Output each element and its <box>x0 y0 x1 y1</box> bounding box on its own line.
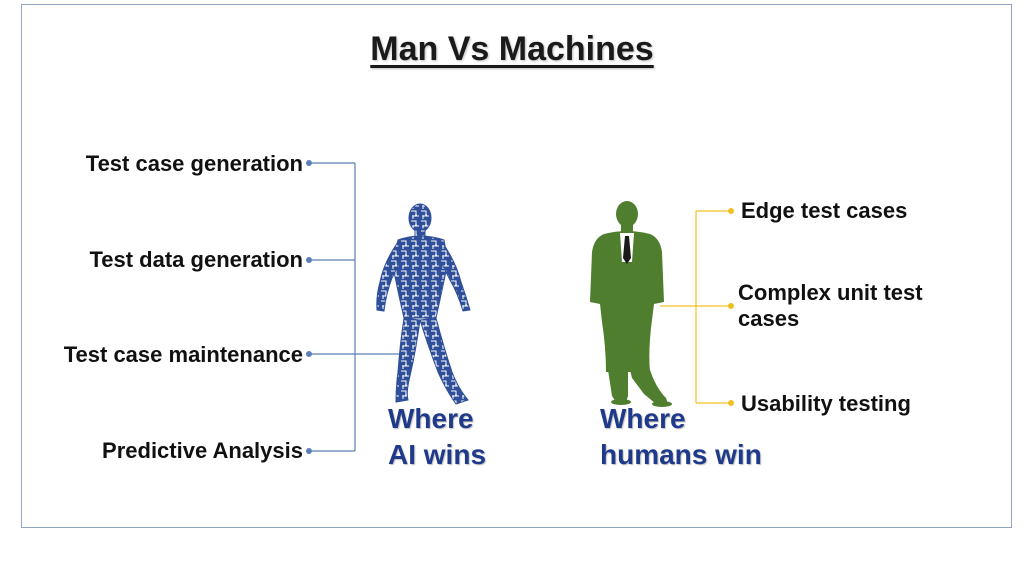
ai-connector-dots <box>306 160 312 454</box>
ai-item-test-case-maintenance: Test case maintenance <box>63 342 303 367</box>
ai-item-test-case-generation: Test case generation <box>85 151 303 176</box>
human-caption-line1: Where <box>600 403 686 434</box>
human-dot-3 <box>728 400 734 406</box>
human-connectors <box>660 210 730 404</box>
ai-item-test-data-generation: Test data generation <box>89 247 303 272</box>
ai-connectors <box>310 162 400 452</box>
human-item-complex-unit-test-cases: Complex unit test cases <box>738 280 923 331</box>
human-dot-1 <box>728 208 734 214</box>
ai-dot-3 <box>306 351 312 357</box>
human-item-usability-testing: Usability testing <box>741 391 911 416</box>
ai-caption-line2: AI wins <box>388 439 487 470</box>
human-dot-2 <box>728 303 734 309</box>
ai-dot-4 <box>306 448 312 454</box>
human-caption-line2: humans win <box>600 439 762 470</box>
ai-caption-line1: Where <box>388 403 474 434</box>
human-item-edge-test-cases: Edge test cases <box>741 198 908 223</box>
ai-figure-icon <box>376 203 471 405</box>
human-connector-dots <box>728 208 734 406</box>
ai-dot-1 <box>306 160 312 166</box>
ai-item-predictive-analysis: Predictive Analysis <box>102 438 303 463</box>
human-figure-icon <box>590 201 672 407</box>
slide-frame <box>21 4 1012 528</box>
ai-dot-2 <box>306 257 312 263</box>
slide-title: Man Vs Machines <box>370 30 654 68</box>
